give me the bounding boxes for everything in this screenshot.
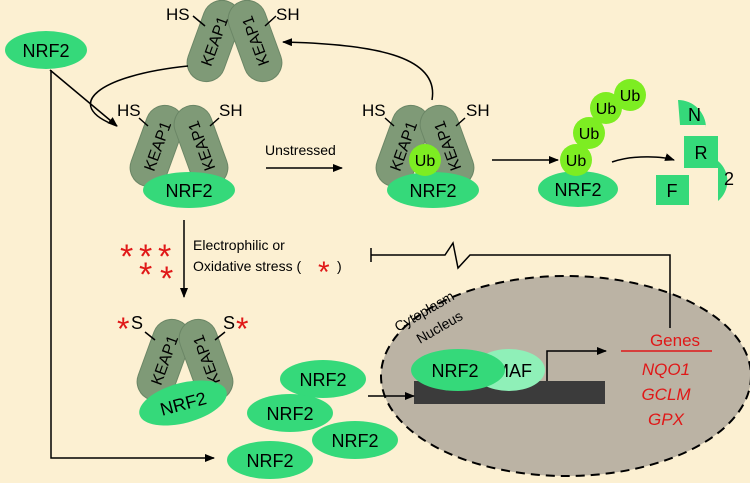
svg-text:*: * [117,311,129,347]
svg-text:*: * [160,260,173,298]
target-genes: Genes NQO1 GCLM GPX [621,331,712,429]
svg-text:Ub: Ub [566,153,587,170]
keap1-nrf2-ub-complex: KEAP1 KEAP1 HS SH NRF2 Ub [362,99,490,208]
svg-text:Ub: Ub [620,88,641,105]
arrow-keap1-recycling-out [282,38,434,101]
stress-label-line2: Oxidative stress ( [193,258,301,274]
genes-title: Genes [650,331,700,350]
svg-text:*: * [120,238,133,276]
stress-label-close: ) [337,258,342,274]
nrf2-free-topleft: NRF2 [5,31,87,69]
svg-text:F: F [667,181,678,201]
thiol-sh-label: SH [276,5,300,24]
svg-text:Ub: Ub [579,126,600,143]
nrf2-pool-item: NRF2 [312,421,398,459]
nrf2-pool: NRF2 NRF2 NRF2 NRF2 [227,360,398,479]
nrf2-pool-item: NRF2 [280,360,366,398]
arrow-nrf2-accumulation [50,70,215,462]
stress-label-line1: Electrophilic or [193,237,285,253]
arrow-transcription [546,347,607,381]
svg-text:SH: SH [466,101,490,120]
feedback-inhibition-line [371,241,671,328]
svg-text:NRF2: NRF2 [409,181,456,201]
arrow-nrf2-binding [49,69,118,127]
svg-text:2: 2 [724,169,734,189]
nrf2-maf-heterodimer: MAF NRF2 [411,349,545,391]
svg-text:SH: SH [219,101,243,120]
svg-text:*: * [139,256,152,294]
svg-text:NRF2: NRF2 [246,451,293,471]
degraded-nrf2-fragments: N R F 2 [656,100,734,205]
stress-label-asterisk: * [318,256,330,289]
svg-text:Ub: Ub [415,153,436,170]
arrow-keap1-recycling-in [89,65,189,127]
stress-asterisks: * * * * * [120,238,173,298]
svg-text:NRF2: NRF2 [22,41,69,61]
svg-text:*: * [139,238,152,276]
svg-text:S: S [131,313,143,333]
thiol-hs-label: HS [166,5,190,24]
svg-text:*: * [236,311,248,347]
svg-text:NRF2: NRF2 [554,180,601,200]
svg-text:R: R [695,143,708,163]
polyubiquitinated-nrf2: NRF2 Ub Ub Ub Ub [538,79,646,207]
arrow-degradation [611,153,675,163]
gene-item: GCLM [641,385,691,404]
svg-text:*: * [158,238,171,276]
svg-text:NRF2: NRF2 [266,404,313,424]
gene-item: NQO1 [642,360,690,379]
nrf2-pool-item: NRF2 [227,441,313,479]
svg-text:N: N [688,105,701,125]
svg-text:S: S [223,313,235,333]
keap1-nrf2-complex-left: KEAP1 KEAP1 HS SH NRF2 [117,99,243,208]
svg-text:HS: HS [117,101,141,120]
modified-keap1-complex: KEAP1 KEAP1 * S S * NRF2 [117,311,248,426]
svg-text:NRF2: NRF2 [331,431,378,451]
gene-item: GPX [648,410,685,429]
nucleus-compartment [380,275,750,477]
svg-text:HS: HS [362,101,386,120]
svg-text:NRF2: NRF2 [299,370,346,390]
svg-text:Ub: Ub [596,101,617,118]
svg-text:NRF2: NRF2 [431,361,478,381]
unstressed-label: Unstressed [265,142,336,158]
keap1-dimer-top: KEAP1 KEAP1 HS SH [166,0,300,88]
svg-text:NRF2: NRF2 [165,181,212,201]
nrf2-pool-item: NRF2 [247,394,333,432]
